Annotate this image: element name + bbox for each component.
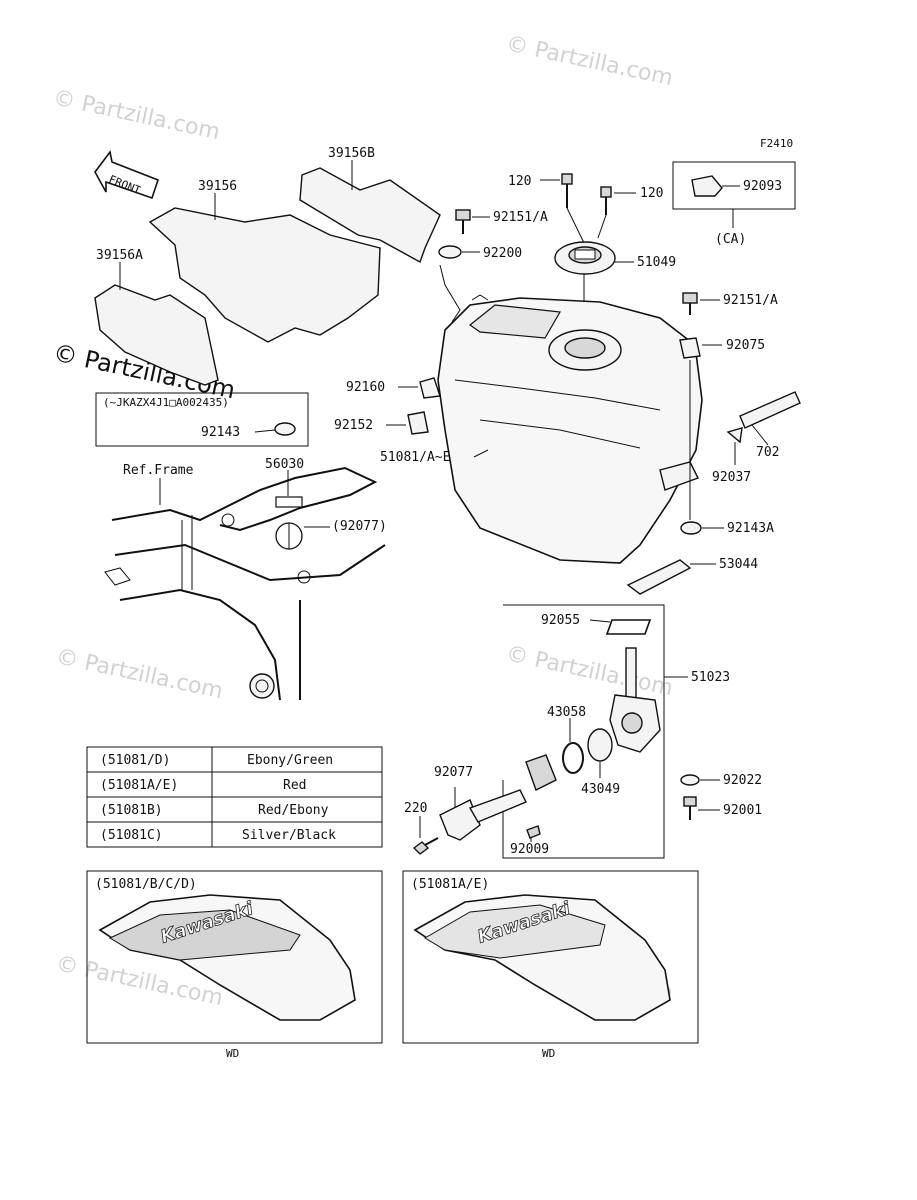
table-row-color: Red	[283, 778, 306, 793]
bolt-120-icon	[561, 173, 573, 208]
part-label-92075: 92075	[726, 338, 765, 353]
grommet-92143-icon	[274, 422, 296, 436]
part-label-92093: 92093	[743, 179, 782, 194]
grommet-92160-icon	[419, 377, 441, 399]
pad-39156B-icon	[299, 167, 441, 264]
damper-92075-icon	[679, 337, 701, 359]
part-label-56030: 56030	[265, 457, 304, 472]
part-label-92143: 92143	[201, 425, 240, 440]
variant-left-caption: WD	[226, 1047, 239, 1060]
washer-92022-icon	[680, 774, 700, 786]
collar-92143A-icon	[680, 521, 702, 535]
pin-702-icon	[739, 391, 801, 429]
tank-variant-right: (51081A/E) Kawasaki WD	[402, 870, 699, 1060]
part-label-702: 702	[756, 445, 779, 460]
screw-220-icon	[412, 837, 439, 855]
part-label-92151a-right: 92151/A	[723, 293, 778, 308]
pad-39156-icon	[148, 207, 381, 343]
knob-92077-icon	[439, 754, 557, 841]
bolt-92151-icon	[682, 292, 698, 315]
part-label-92143A: 92143A	[727, 521, 774, 536]
gasket-92055-icon	[605, 619, 652, 635]
part-label-92200: 92200	[483, 246, 522, 261]
part-label-92001: 92001	[723, 803, 762, 818]
part-label-51023: 51023	[691, 670, 730, 685]
ca-box	[672, 161, 796, 210]
part-label-92037: 92037	[712, 470, 751, 485]
serial-note: (~JKAZX4J1□A002435)	[103, 396, 229, 409]
part-label-220: 220	[404, 801, 427, 816]
part-label-120-right: 120	[640, 186, 663, 201]
table-row-color: Red/Ebony	[258, 803, 329, 818]
part-label-53044: 53044	[719, 557, 758, 572]
variant-right-title: (51081A/E)	[411, 877, 489, 892]
table-row-color: Ebony/Green	[247, 753, 333, 768]
part-label-51049: 51049	[637, 255, 676, 270]
fuel-tank-51081-icon	[437, 294, 703, 564]
part-label-92151a-top: 92151/A	[493, 210, 548, 225]
variant-right-caption: WD	[542, 1047, 555, 1060]
washer-92200-icon	[438, 245, 462, 259]
watermark-text: © Partzilla.com	[54, 644, 225, 704]
watermark-text: © Partzilla.com	[504, 641, 675, 701]
watermark-text: © Partzilla.com	[504, 31, 675, 91]
bolt-120-icon	[600, 186, 612, 215]
part-label-92160: 92160	[346, 380, 385, 395]
label-56030-icon	[275, 496, 303, 508]
table-row-code: (51081C)	[100, 828, 163, 843]
part-label-92152: 92152	[334, 418, 373, 433]
part-label-39156: 39156	[198, 179, 237, 194]
table-row-code: (51081A/E)	[100, 778, 178, 793]
figure-code: F2410	[760, 137, 793, 150]
fuel-valve-51023-icon	[609, 647, 661, 753]
part-label-51081: 51081/A~E	[380, 450, 450, 465]
valve-group-box	[502, 604, 665, 859]
front-arrow-icon: FRONT	[94, 150, 159, 200]
ref-frame-label: Ref.Frame	[123, 463, 194, 478]
pad-39156A-icon	[94, 284, 219, 386]
cap-92093-icon	[691, 175, 723, 197]
part-label-92077: 92077	[434, 765, 473, 780]
part-label-92077-ref: (92077)	[332, 519, 387, 534]
part-label-39156A: 39156A	[96, 248, 143, 263]
table-row-code: (51081/D)	[100, 753, 170, 768]
fuel-cap-51049-icon	[554, 241, 616, 275]
tank-variant-left: (51081/B/C/D) Kawasaki WD	[86, 870, 383, 1060]
screw-92009-icon	[526, 825, 541, 839]
part-label-43058: 43058	[547, 705, 586, 720]
part-label-92022: 92022	[723, 773, 762, 788]
part-label-92009: 92009	[510, 842, 549, 857]
part-label-120-left: 120	[508, 174, 531, 189]
o-ring-43058-icon	[562, 742, 584, 774]
ca-label: (CA)	[715, 232, 746, 247]
part-label-43049: 43049	[581, 782, 620, 797]
variant-left-title: (51081/B/C/D)	[95, 877, 197, 892]
bolt-92001-icon	[683, 796, 697, 820]
part-label-92055: 92055	[541, 613, 580, 628]
cushion-92152-icon	[407, 411, 429, 435]
serial-note-box	[95, 392, 309, 447]
clip-92037-icon	[726, 427, 743, 444]
watermark-text: © Partzilla.com	[51, 85, 222, 145]
band-53044-icon	[626, 559, 692, 595]
diaphragm-43049-icon	[587, 728, 613, 762]
table-row-color: Silver/Black	[242, 828, 336, 843]
bolt-92151-icon	[455, 209, 471, 234]
frame-icon	[104, 466, 386, 701]
table-row-code: (51081B)	[100, 803, 163, 818]
part-label-39156B: 39156B	[328, 146, 375, 161]
color-table: (51081/D) Ebony/Green (51081A/E) Red (51…	[86, 746, 383, 848]
